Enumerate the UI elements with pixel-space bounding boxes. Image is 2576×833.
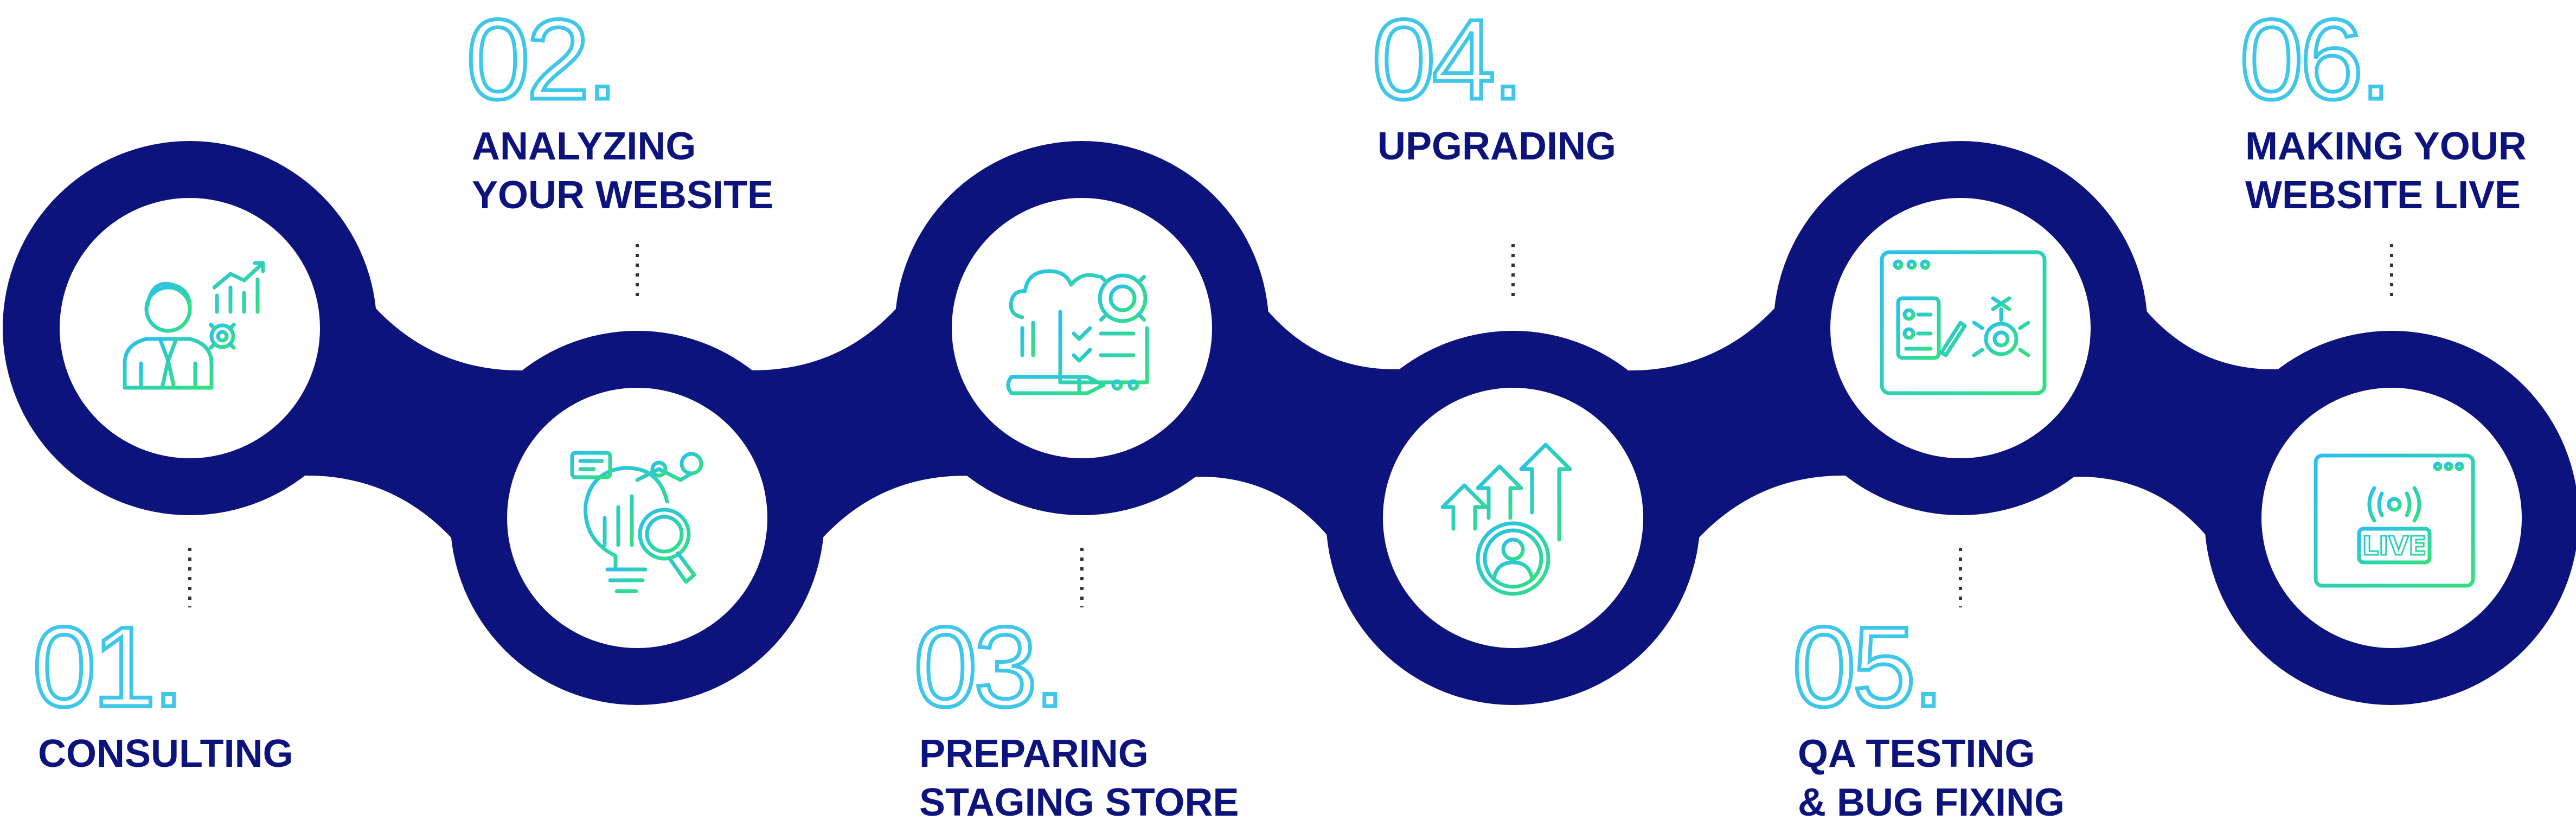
step-1-number: 01. [31, 603, 187, 731]
step-4-number: 04. [1370, 0, 1526, 123]
live-website-icon: LIVE [2314, 453, 2475, 588]
step-6-label: MAKING YOUR WEBSITE LIVE [2245, 122, 2527, 220]
step-3-label-line-2: STAGING STORE [919, 781, 1239, 824]
step-5-label-line-2: & BUG FIXING [1798, 781, 2065, 824]
step-2-number: 02. [465, 0, 620, 123]
step-6-label-line-2: WEBSITE LIVE [2245, 174, 2521, 217]
planning-icon [1006, 266, 1155, 395]
step-2-label-line-2: YOUR WEBSITE [472, 174, 774, 217]
step-1-label-line-1: CONSULTING [38, 732, 293, 776]
step-1-ring-center [60, 198, 320, 458]
step-2-label: ANALYZING YOUR WEBSITE [472, 122, 773, 220]
step-6-number: 06. [2238, 0, 2394, 123]
consultant-icon [123, 261, 271, 390]
step-4-label: UPGRADING [1377, 122, 1616, 171]
step-3-number: 03. [912, 603, 1068, 731]
step-6-ring-center [2261, 388, 2522, 648]
step-2-ring-center [507, 388, 767, 648]
step-1-label: CONSULTING [38, 729, 293, 778]
icons: LIVE [123, 250, 2475, 596]
step-3-label-line-1: PREPARING [919, 732, 1149, 776]
step-5-label-line-1: QA TESTING [1798, 732, 2035, 776]
step-2-label-line-1: ANALYZING [472, 125, 696, 168]
step-5-label: QA TESTING & BUG FIXING [1798, 729, 2065, 827]
step-4-label-line-1: UPGRADING [1377, 125, 1617, 168]
upgrade-icon [1440, 443, 1572, 596]
step-5-ring-center [1830, 198, 2091, 458]
step-3-label: PREPARING STAGING STORE [919, 729, 1239, 827]
live-badge-text: LIVE [2362, 531, 2426, 561]
bug-testing-icon [1880, 250, 2047, 395]
step-6-label-line-1: MAKING YOUR [2245, 125, 2527, 168]
analysis-icon [570, 451, 703, 593]
dotted-connectors [188, 244, 2393, 607]
rings [3, 141, 2576, 705]
step-3-ring-center [952, 198, 1212, 458]
step-5-number: 05. [1791, 603, 1946, 731]
step-4-ring-center [1383, 388, 1643, 648]
